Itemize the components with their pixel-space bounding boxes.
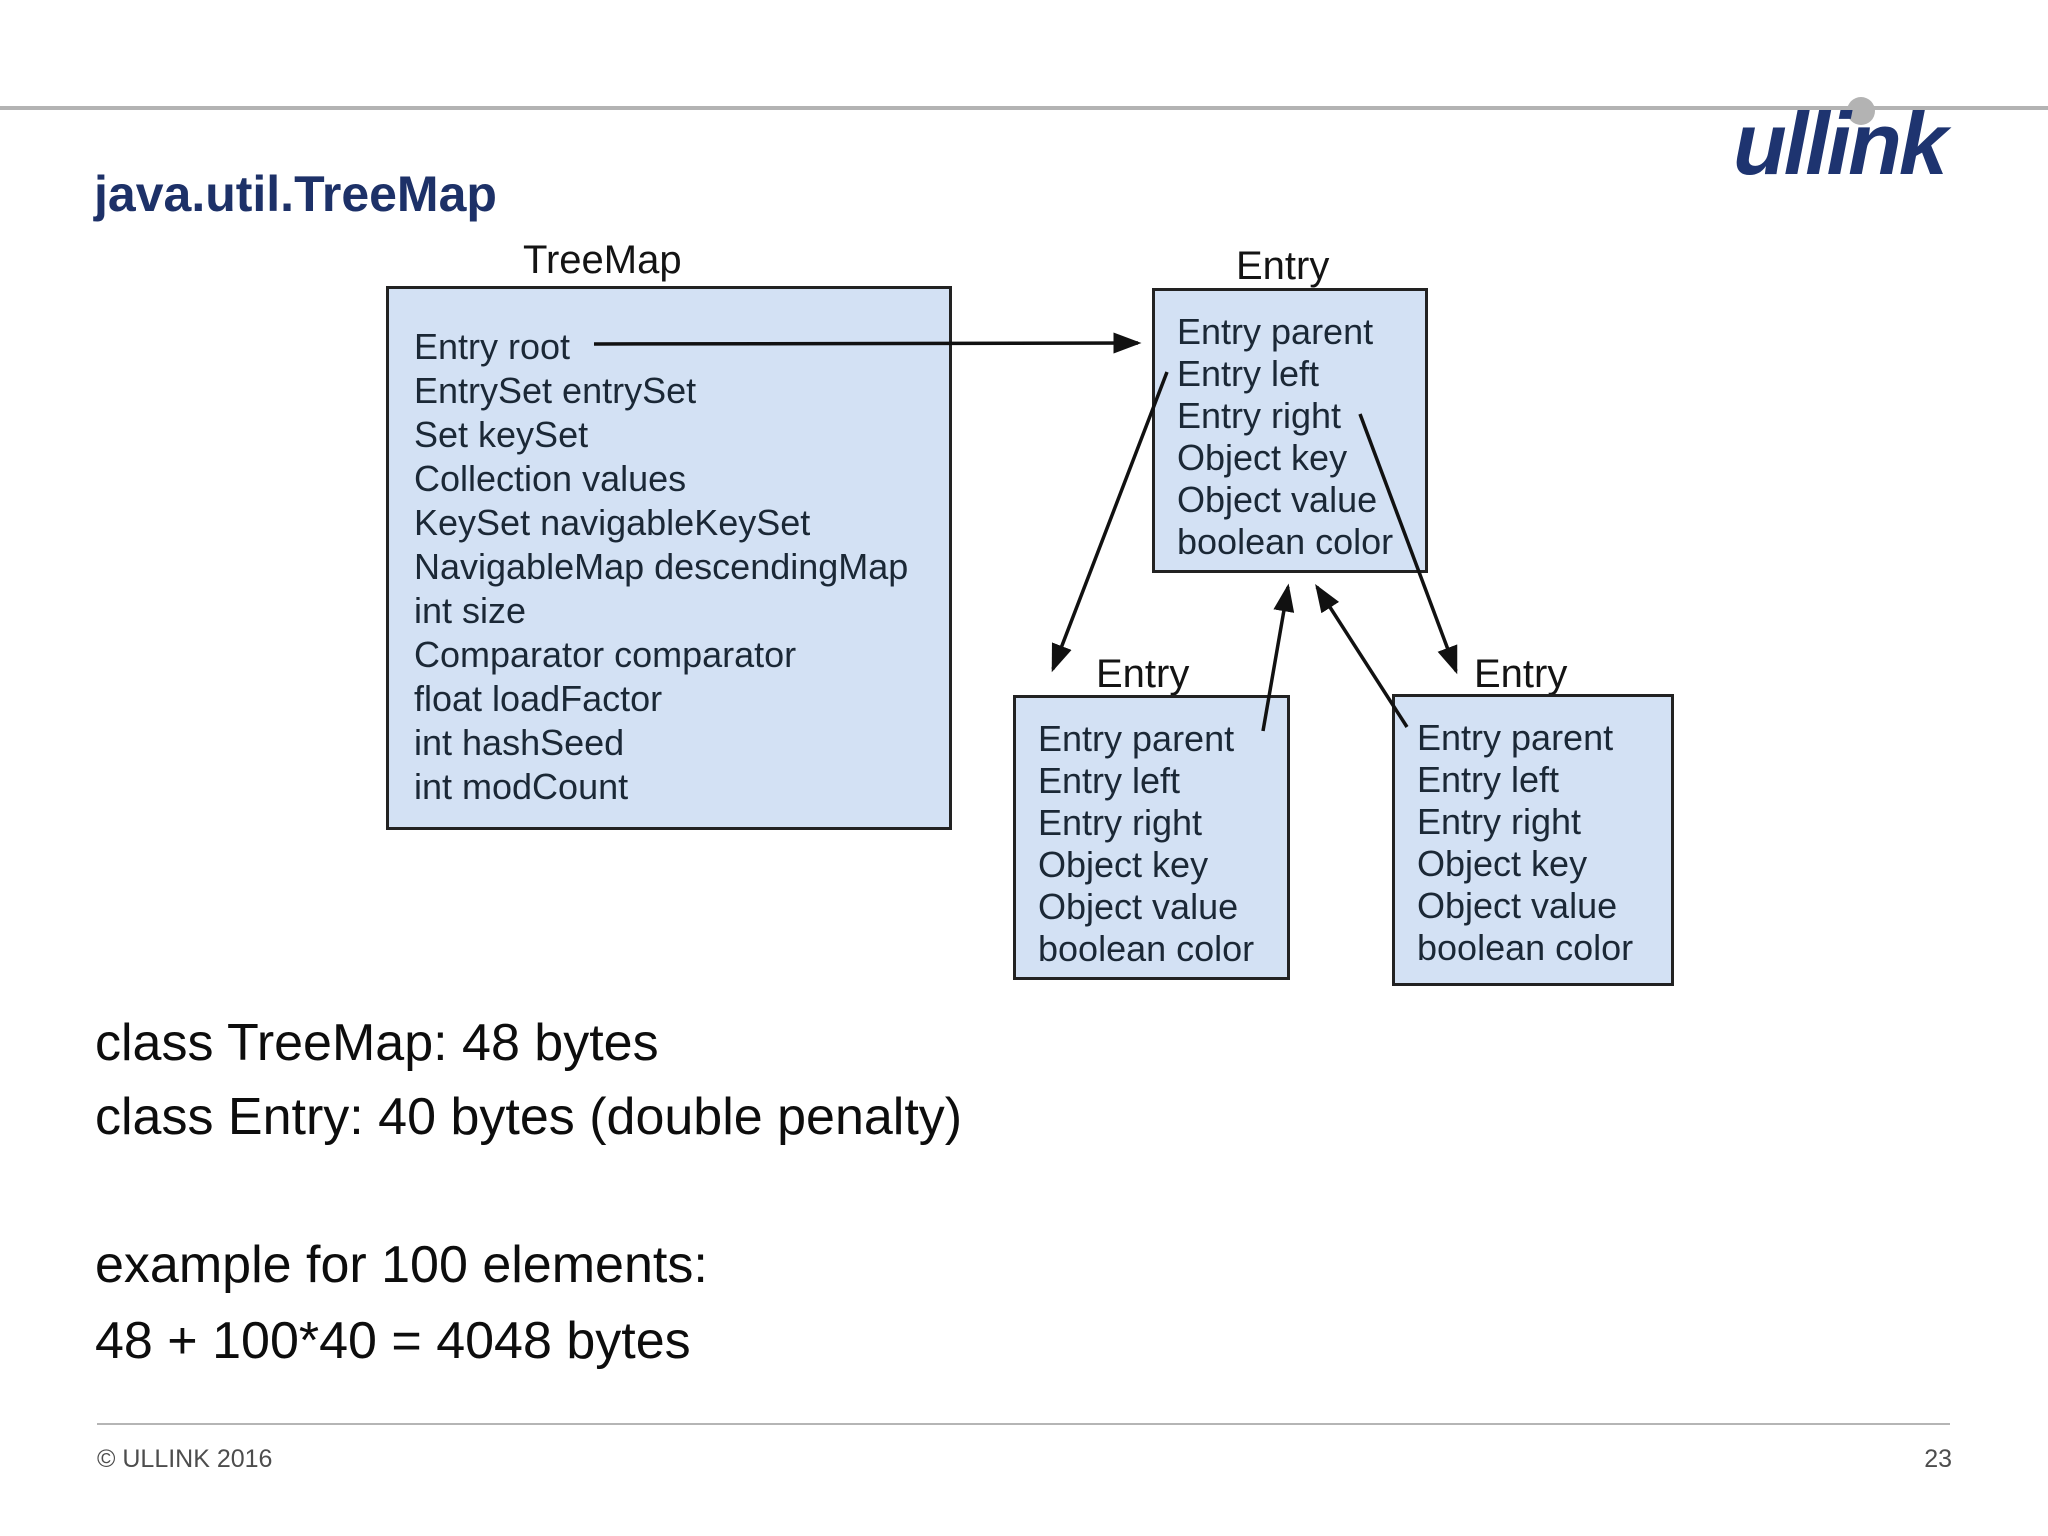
treemap-field: EntrySet entrySet [414, 370, 697, 411]
treemap-field: KeySet navigableKeySet [414, 502, 811, 543]
entry-field: Entry right [1417, 801, 1582, 842]
body-line-example: example for 100 elements: [95, 1236, 708, 1294]
entry-field: boolean color [1417, 927, 1634, 968]
logo-dot-icon [1847, 97, 1875, 125]
entry-field: boolean color [1177, 521, 1394, 562]
arrow-entry-left-child [1051, 371, 1169, 673]
entry-root-box-label: Entry [1236, 244, 1330, 288]
treemap-field: float loadFactor [414, 678, 663, 719]
entry-field: Entry right [1177, 395, 1342, 436]
entry-field: Entry parent [1417, 717, 1614, 758]
header-divider [0, 106, 2048, 110]
treemap-field: Collection values [414, 458, 687, 499]
entry-field: Object value [1417, 885, 1618, 926]
entry-left-box: Entry parent Entry left Entry right Obje… [1013, 695, 1290, 980]
treemap-box: Entry root EntrySet entrySet Set keySet … [386, 286, 952, 830]
entry-field: Object key [1417, 843, 1588, 884]
treemap-field: Set keySet [414, 414, 589, 455]
footer-divider [97, 1423, 1950, 1425]
entry-right-box: Entry parent Entry left Entry right Obje… [1392, 694, 1674, 986]
treemap-box-label: TreeMap [523, 238, 682, 282]
ullink-logo: ullink [1733, 94, 1948, 193]
entry-field: Entry left [1417, 759, 1560, 800]
entry-field: Object value [1177, 479, 1378, 520]
treemap-field: Comparator comparator [414, 634, 797, 675]
page-title: java.util.TreeMap [94, 166, 497, 222]
entry-field: Object key [1038, 844, 1209, 885]
body-line-treemap-bytes: class TreeMap: 48 bytes [95, 1014, 659, 1072]
entry-field: Object value [1038, 886, 1239, 927]
entry-field: Entry left [1038, 760, 1181, 801]
footer-copyright: © ULLINK 2016 [97, 1445, 273, 1473]
body-line-total: 48 + 100*40 = 4048 bytes [95, 1312, 691, 1370]
entry-right-box-label: Entry [1474, 652, 1568, 696]
entry-field: Entry parent [1177, 311, 1374, 352]
entry-left-box-label: Entry [1096, 652, 1190, 696]
treemap-field: Entry root [414, 326, 571, 367]
treemap-field: int modCount [414, 766, 629, 807]
body-line-entry-bytes: class Entry: 40 bytes (double penalty) [95, 1088, 963, 1146]
entry-root-box: Entry parent Entry left Entry right Obje… [1152, 288, 1428, 573]
entry-field: Entry right [1038, 802, 1203, 843]
entry-field: Entry parent [1038, 718, 1235, 759]
treemap-field: int size [414, 590, 527, 631]
entry-field: Entry left [1177, 353, 1320, 394]
entry-field: Object key [1177, 437, 1348, 478]
treemap-field: NavigableMap descendingMap [414, 546, 909, 587]
page-number: 23 [1924, 1445, 1952, 1473]
treemap-field: int hashSeed [414, 722, 625, 763]
entry-field: boolean color [1038, 928, 1255, 969]
